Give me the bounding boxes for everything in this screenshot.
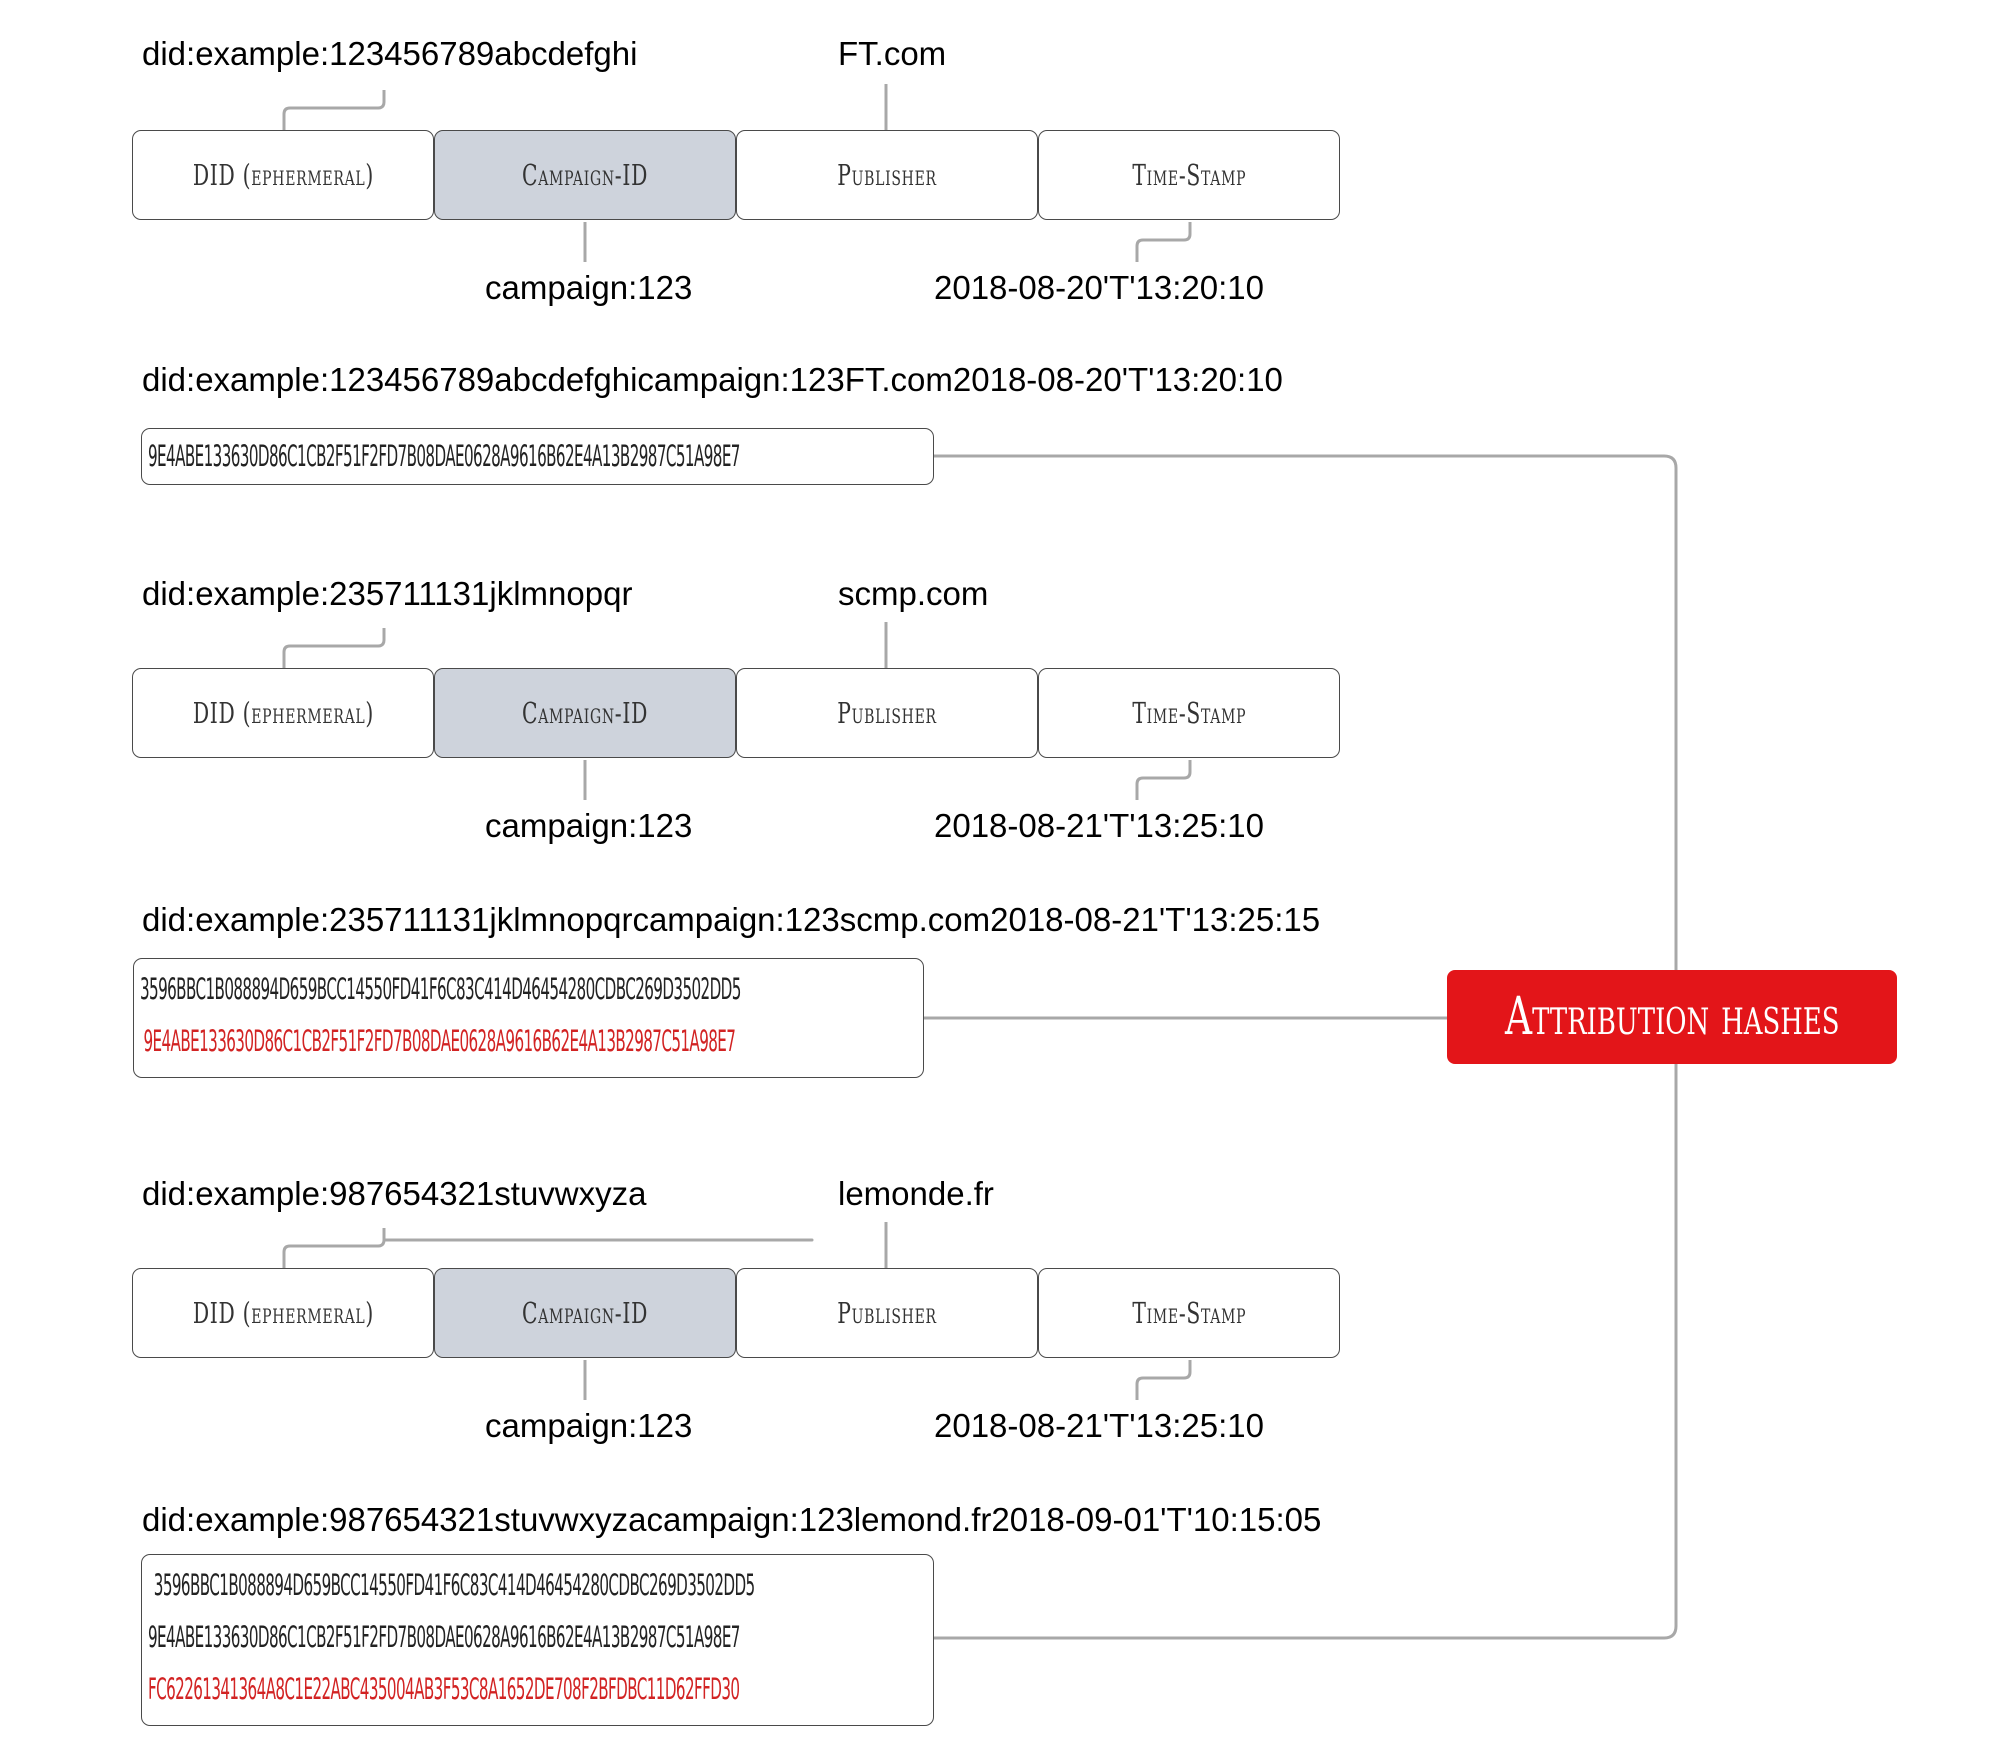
publisher-field-box: Publisher <box>736 1268 1038 1358</box>
publisher-field-label: Publisher <box>837 158 937 192</box>
concatenated-string: did:example:123456789abcdefghicampaign:1… <box>142 361 1283 398</box>
campaign-id-field-label: Campaign-ID <box>521 1296 649 1330</box>
did-field-box: DID (ephermeral) <box>132 1268 434 1358</box>
campaign-id-field-box: Campaign-ID <box>434 130 736 220</box>
campaign-value-label: campaign:123 <box>485 269 693 306</box>
hash-box: 3596bbc1b088894d659bcc14550fd41f6c83c414… <box>133 958 924 1078</box>
attribution-hashes-badge: Attribution hashes <box>1447 970 1897 1064</box>
hash-line: 3596bbc1b088894d659bcc14550fd41f6c83c414… <box>153 1568 755 1602</box>
publisher-field-label: Publisher <box>837 1296 937 1330</box>
hash-line-highlighted: fc62261341364a8c1e22abc435004ab3f53c8a16… <box>148 1672 740 1706</box>
timestamp-value-label: 2018-08-21'T'13:25:10 <box>934 1407 1265 1444</box>
did-value-label: did:example:235711131jklmnopqr <box>142 575 633 612</box>
timestamp-field-box: Time-Stamp <box>1038 130 1340 220</box>
did-field-label: DID (ephermeral) <box>192 1296 374 1330</box>
did-value-label: did:example:123456789abcdefghi <box>142 35 638 72</box>
campaign-value-label: campaign:123 <box>485 807 693 844</box>
timestamp-field-label: Time-Stamp <box>1132 158 1246 192</box>
publisher-field-box: Publisher <box>736 668 1038 758</box>
timestamp-field-box: Time-Stamp <box>1038 1268 1340 1358</box>
publisher-field-label: Publisher <box>837 696 937 730</box>
attribution-hashes-label: Attribution hashes <box>1504 987 1840 1047</box>
hash-box: 3596bbc1b088894d659bcc14550fd41f6c83c414… <box>141 1554 934 1726</box>
campaign-id-field-label: Campaign-ID <box>521 158 649 192</box>
hash-line: 9e4abe133630d86c1cb2f51f2fd7b08dae0628a9… <box>148 439 740 473</box>
did-field-label: DID (ephermeral) <box>192 696 374 730</box>
hash-line: 3596bbc1b088894d659bcc14550fd41f6c83c414… <box>140 972 741 1006</box>
publisher-value-label: lemonde.fr <box>838 1175 994 1212</box>
did-field-box: DID (ephermeral) <box>132 668 434 758</box>
timestamp-value-label: 2018-08-21'T'13:25:10 <box>934 807 1265 844</box>
did-field-box: DID (ephermeral) <box>132 130 434 220</box>
timestamp-field-label: Time-Stamp <box>1132 1296 1246 1330</box>
timestamp-value-label: 2018-08-20'T'13:20:10 <box>934 269 1265 306</box>
did-field-label: DID (ephermeral) <box>192 158 374 192</box>
hash-line: 9e4abe133630d86c1cb2f51f2fd7b08dae0628a9… <box>148 1620 740 1654</box>
campaign-id-field-label: Campaign-ID <box>521 696 649 730</box>
hash-box: 9e4abe133630d86c1cb2f51f2fd7b08dae0628a9… <box>141 428 934 485</box>
publisher-field-box: Publisher <box>736 130 1038 220</box>
publisher-value-label: scmp.com <box>838 575 989 612</box>
campaign-value-label: campaign:123 <box>485 1407 693 1444</box>
did-value-label: did:example:987654321stuvwxyza <box>142 1175 647 1212</box>
hash-line-highlighted: 9e4abe133630d86c1cb2f51f2fd7b08dae0628a9… <box>143 1024 736 1058</box>
campaign-id-field-box: Campaign-ID <box>434 1268 736 1358</box>
publisher-value-label: FT.com <box>838 35 947 72</box>
timestamp-field-label: Time-Stamp <box>1132 696 1246 730</box>
timestamp-field-box: Time-Stamp <box>1038 668 1340 758</box>
concatenated-string: did:example:987654321stuvwxyzacampaign:1… <box>142 1501 1322 1538</box>
concatenated-string: did:example:235711131jklmnopqrcampaign:1… <box>142 901 1321 938</box>
campaign-id-field-box: Campaign-ID <box>434 668 736 758</box>
